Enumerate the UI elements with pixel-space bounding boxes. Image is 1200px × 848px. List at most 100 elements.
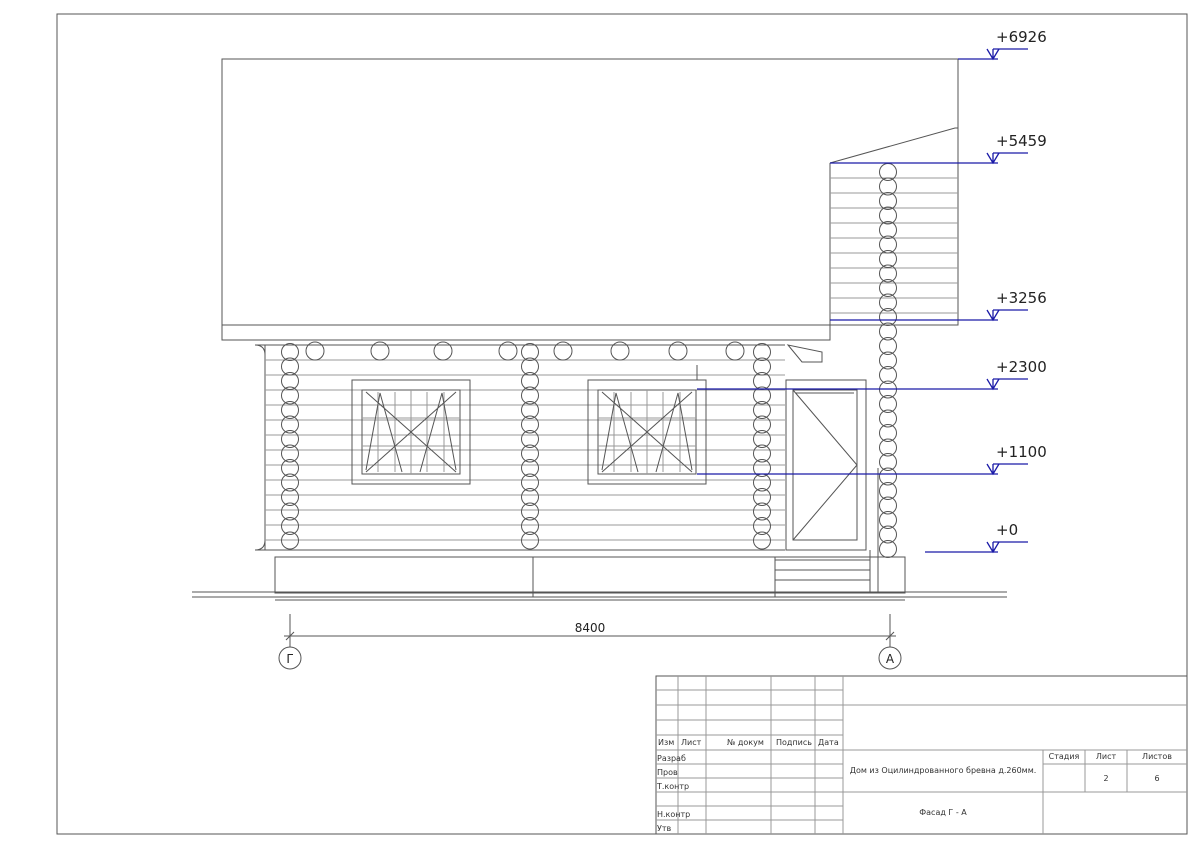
role-label: Пров bbox=[657, 768, 678, 777]
level-mark bbox=[925, 541, 1028, 554]
stairs bbox=[775, 468, 879, 593]
log-end bbox=[521, 415, 539, 434]
log-end bbox=[521, 357, 539, 376]
log-end bbox=[281, 473, 299, 492]
role-label: Т.контр bbox=[656, 782, 689, 791]
log-end bbox=[281, 372, 299, 390]
log-end bbox=[753, 459, 771, 477]
role-label: Утв bbox=[657, 824, 672, 833]
title-sheets-label: Листов bbox=[1142, 752, 1172, 761]
log-end bbox=[521, 531, 539, 550]
log-end bbox=[879, 482, 897, 500]
log-end bbox=[879, 221, 897, 239]
log-end bbox=[281, 488, 299, 506]
log-end bbox=[879, 511, 897, 529]
log-end bbox=[879, 525, 897, 544]
log-end bbox=[281, 459, 299, 477]
log-end bbox=[753, 343, 771, 361]
log-end bbox=[281, 517, 299, 535]
title-stage-label: Стадия bbox=[1049, 752, 1080, 761]
log-end bbox=[281, 401, 299, 419]
log-end bbox=[521, 430, 539, 448]
log-end bbox=[521, 444, 539, 463]
header-label: Дата bbox=[818, 738, 839, 747]
log-end bbox=[281, 430, 299, 448]
log-end bbox=[521, 459, 539, 477]
log-end bbox=[879, 351, 897, 370]
header-label: Лист bbox=[681, 738, 702, 747]
header-label: Подпись bbox=[776, 738, 812, 747]
log-end bbox=[879, 322, 897, 341]
title-sheets: 6 bbox=[1154, 774, 1159, 783]
title-sheet-title: Фасад Г - А bbox=[919, 808, 967, 817]
entry-door bbox=[785, 344, 867, 551]
level-label: +2300 bbox=[996, 358, 1047, 376]
log-end bbox=[879, 424, 897, 442]
log-end bbox=[521, 372, 539, 390]
role-label: Разраб bbox=[657, 754, 686, 763]
axis-label-G: Г bbox=[286, 652, 293, 666]
log-end bbox=[498, 341, 518, 361]
log-end bbox=[879, 293, 897, 312]
level-mark bbox=[830, 152, 1028, 165]
log-end bbox=[879, 308, 897, 326]
log-end bbox=[281, 386, 299, 405]
log-end bbox=[879, 337, 897, 355]
level-label: +0 bbox=[996, 521, 1018, 539]
log-end bbox=[753, 386, 771, 405]
level-label: +6926 bbox=[996, 28, 1047, 46]
log-end bbox=[521, 488, 539, 506]
grid bbox=[843, 704, 1187, 834]
axis-marker-G bbox=[278, 646, 302, 670]
log-end bbox=[879, 264, 897, 283]
title-project: Дом из Оцилиндрованного бревна д.260мм. bbox=[850, 766, 1037, 775]
level-mark bbox=[697, 463, 1028, 476]
log-end bbox=[281, 444, 299, 463]
dimension-label: 8400 bbox=[575, 621, 606, 635]
log-end bbox=[305, 341, 325, 361]
log-end bbox=[753, 502, 771, 521]
log-end bbox=[879, 467, 897, 486]
log-end bbox=[879, 496, 897, 515]
log-end bbox=[281, 415, 299, 434]
log-end bbox=[879, 250, 897, 268]
log-end bbox=[879, 235, 897, 254]
log-end bbox=[521, 517, 539, 535]
log-end bbox=[281, 531, 299, 550]
log-end bbox=[879, 177, 897, 196]
axis-marker-A bbox=[878, 646, 902, 670]
sheet-frame bbox=[56, 13, 1188, 835]
windows bbox=[351, 365, 707, 485]
title-sheet: 2 bbox=[1103, 774, 1108, 783]
log-end bbox=[753, 357, 771, 376]
role-label: Н.контр bbox=[657, 810, 690, 819]
window-frame bbox=[351, 379, 471, 485]
log-end bbox=[753, 444, 771, 463]
log-end bbox=[879, 409, 897, 428]
dimension-8400: 8400 Г А bbox=[278, 614, 902, 670]
log-end bbox=[521, 343, 539, 361]
level-label: +3256 bbox=[996, 289, 1047, 307]
level-mark bbox=[958, 48, 1028, 61]
log-end bbox=[753, 531, 771, 550]
log-end bbox=[879, 206, 897, 225]
log-end bbox=[753, 517, 771, 535]
title-sheet-label: Лист bbox=[1096, 752, 1117, 761]
window-opening-marks bbox=[365, 391, 457, 473]
log-end bbox=[879, 453, 897, 471]
log-end bbox=[281, 357, 299, 376]
log-end bbox=[281, 343, 299, 361]
header-label: № докум bbox=[727, 738, 764, 747]
log-end bbox=[753, 415, 771, 434]
log-end bbox=[753, 430, 771, 448]
ground-line bbox=[192, 591, 1007, 601]
level-label: +5459 bbox=[996, 132, 1047, 150]
header-label: Изм bbox=[658, 738, 674, 747]
log-end bbox=[281, 502, 299, 521]
axis-label-A: А bbox=[886, 652, 895, 666]
level-mark bbox=[697, 378, 1028, 391]
log-end bbox=[879, 395, 897, 413]
level-marks: +6926+5459+3256+2300+1100+0 bbox=[697, 28, 1047, 554]
roof-eave bbox=[221, 324, 831, 341]
